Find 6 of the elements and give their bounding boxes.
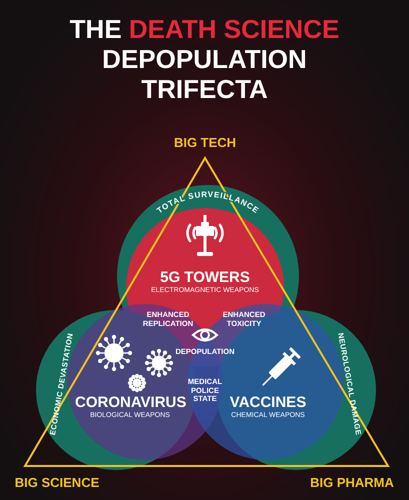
corner-label: BIG SCIENCE: [14, 476, 100, 491]
corner-label: BIG PHARMA: [309, 476, 395, 491]
circle-heading: 5G TOWERS: [159, 270, 251, 286]
corner-label: BIG TECH: [172, 136, 238, 151]
circle-heading: CORONAVIRUS: [75, 395, 185, 412]
title: THE DEATH SCIENCE DEPOPULATION TRIFECTA: [68, 14, 340, 104]
